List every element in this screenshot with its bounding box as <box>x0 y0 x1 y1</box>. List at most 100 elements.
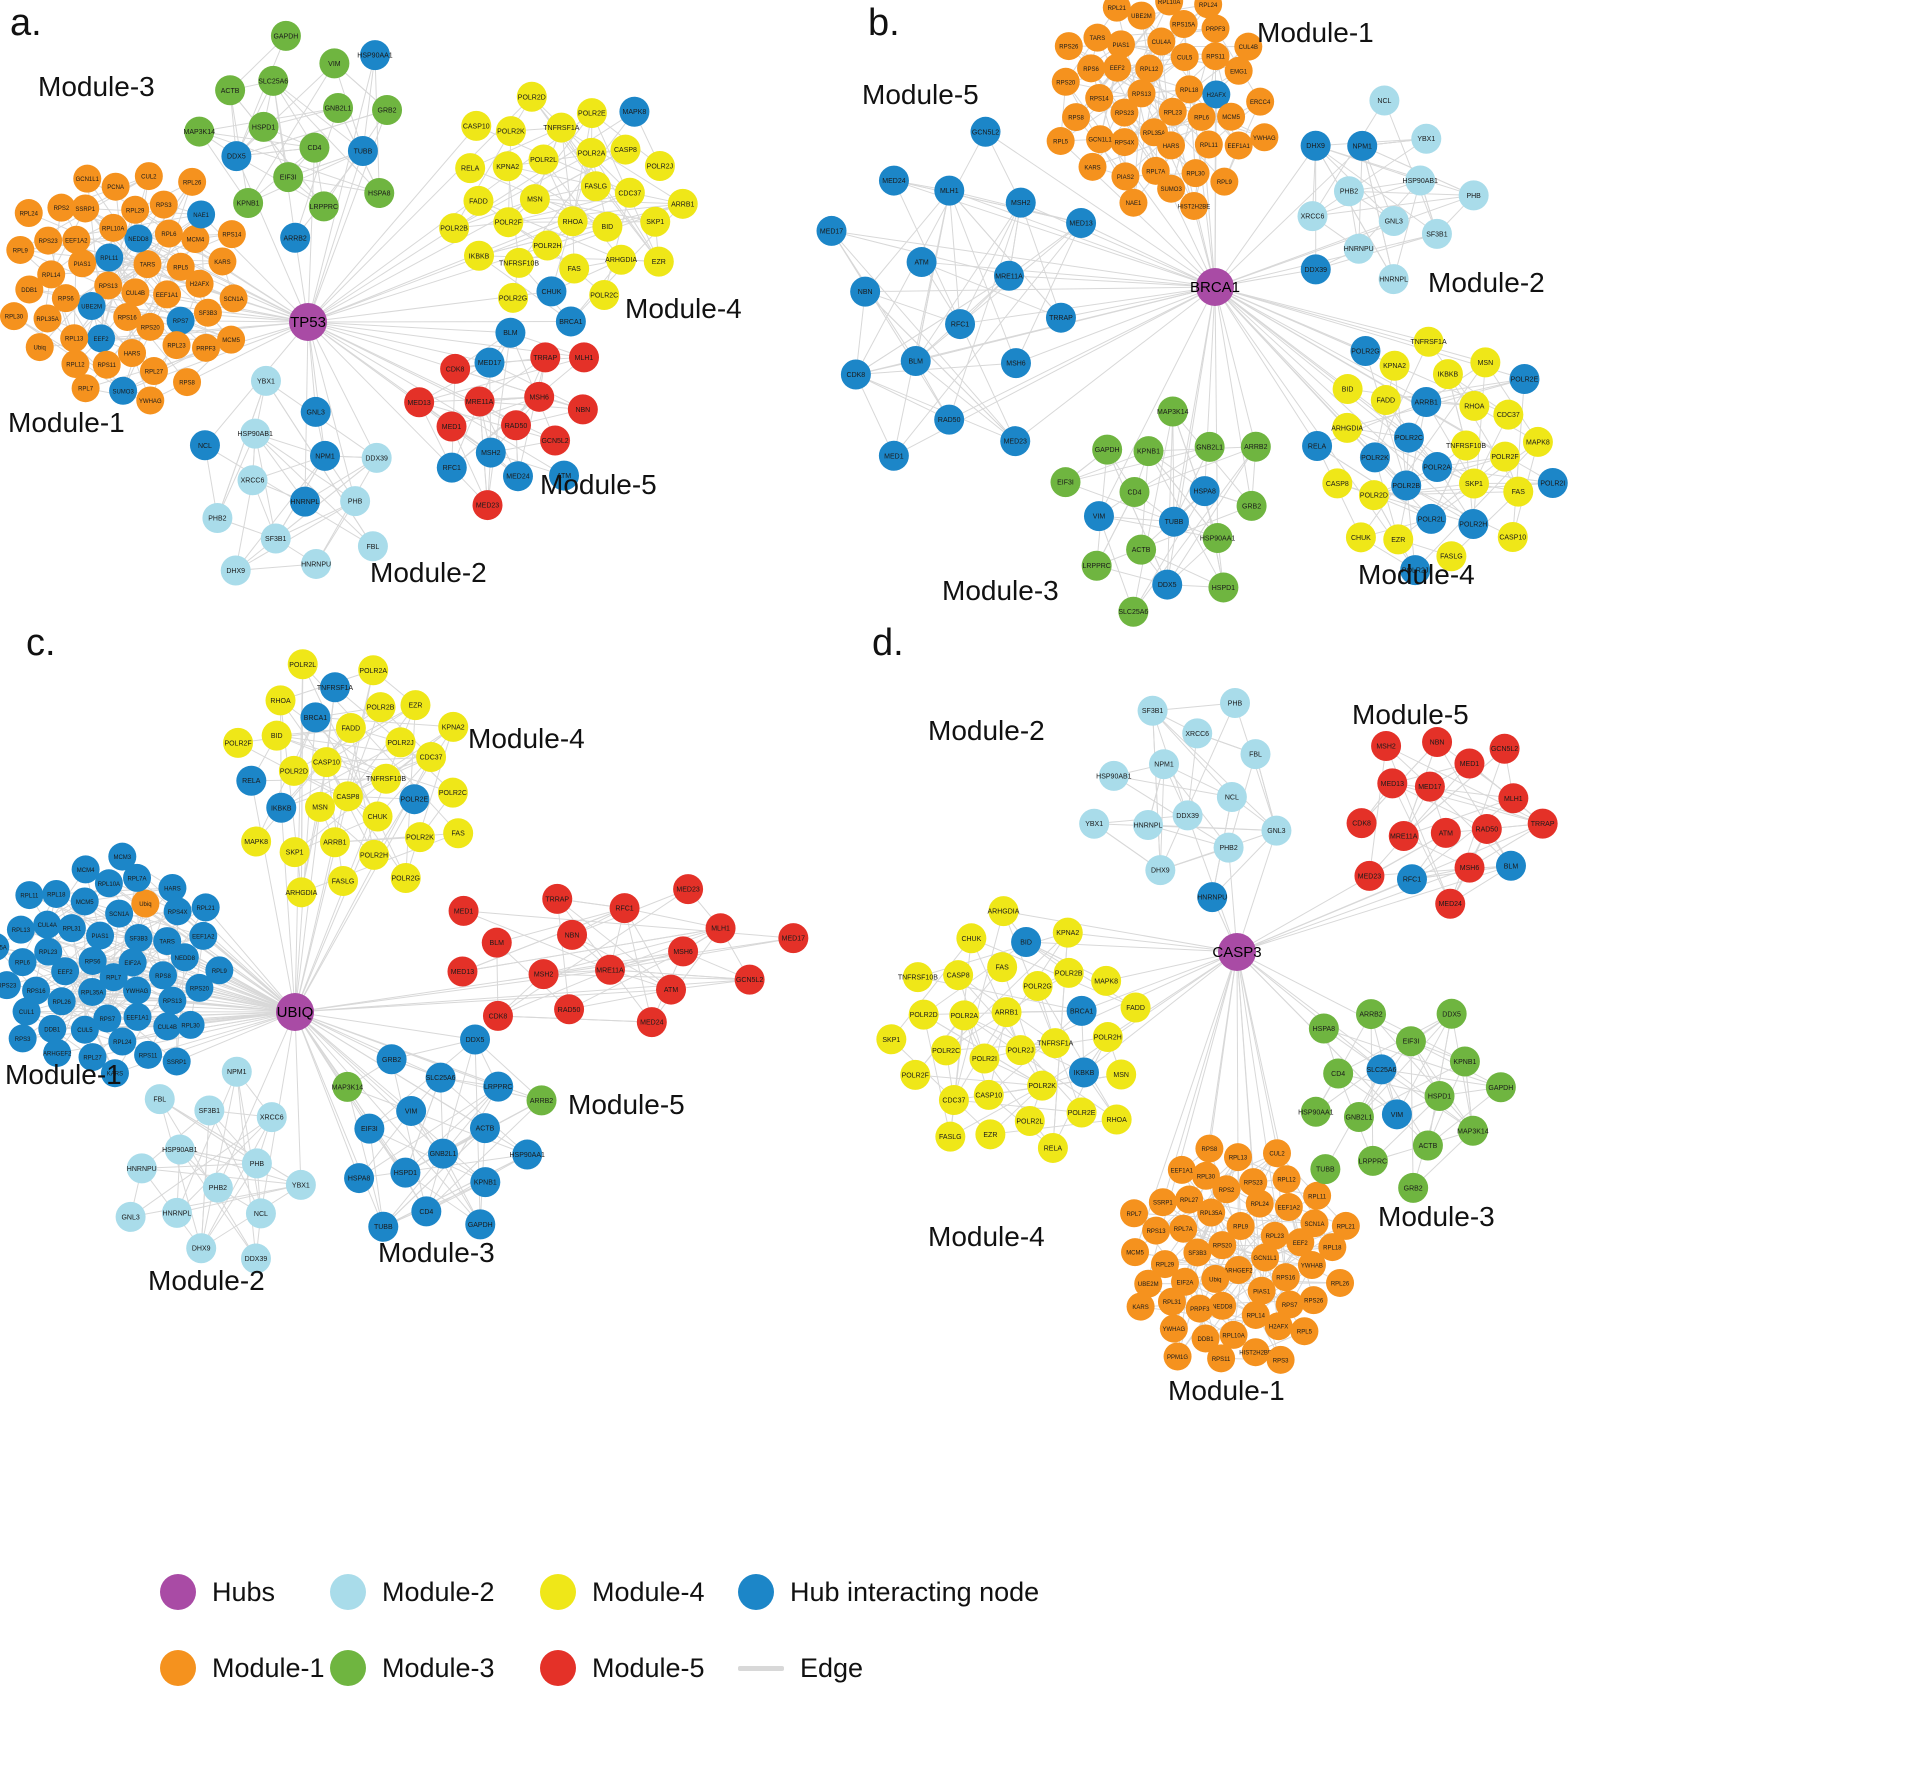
node-label: HSPD1 <box>252 124 275 131</box>
node-label: MED1 <box>454 908 474 915</box>
edge <box>1381 1068 1501 1088</box>
node-label: HNRNPU <box>127 1166 157 1173</box>
node-DHX9 <box>1145 855 1176 886</box>
edge <box>272 80 380 194</box>
edge <box>1315 145 1395 280</box>
node-RPL12 <box>1135 54 1164 83</box>
node-RPS11 <box>134 1040 163 1069</box>
node-RPS16 <box>1271 1263 1300 1292</box>
node-label: EIF2A <box>124 961 141 967</box>
node-label: HSPA8 <box>368 191 391 198</box>
node-MAPK8 <box>619 96 650 127</box>
node-label: TNFRSF10B <box>366 776 406 783</box>
node-label: RPL11 <box>1308 1194 1327 1200</box>
edge <box>1372 1095 1440 1162</box>
edge <box>1312 194 1474 217</box>
edge <box>315 716 454 728</box>
module-label-b-Module-5: Module-5 <box>862 79 979 110</box>
node-HARS <box>1157 131 1186 160</box>
node-SCN1A <box>105 899 134 928</box>
node-label: RAD50 <box>1476 826 1499 833</box>
node-MED17 <box>778 923 809 954</box>
node-XRCC6 <box>1297 201 1328 232</box>
node-label: BLM <box>490 940 505 947</box>
edge <box>891 1038 991 1135</box>
node-label: IKBKB <box>271 805 292 812</box>
hub-label-UBIQ: UBIQ <box>277 1004 314 1021</box>
edge <box>1214 286 1366 352</box>
node-label: NBN <box>1430 740 1445 747</box>
node-RAD50 <box>1471 813 1502 844</box>
node-NCL <box>245 1198 276 1229</box>
edge <box>831 230 1016 442</box>
node-label: PRPF3 <box>1206 27 1226 33</box>
node-RHOA <box>557 206 588 237</box>
node-POLR2A <box>358 655 389 686</box>
node-label: CASP8 <box>1326 481 1349 488</box>
edge <box>1081 951 1238 1012</box>
module-label-c-Module-4: Module-4 <box>468 723 585 754</box>
node-HSP90AA1 <box>512 1139 543 1170</box>
node-label: RHOA <box>270 698 291 705</box>
node-MED13 <box>447 956 478 987</box>
node-label: GNL3 <box>307 409 325 416</box>
node-label: XRCC6 <box>1301 214 1325 221</box>
node-LRPPRC <box>483 1071 514 1102</box>
node-FAS <box>443 818 474 849</box>
edge <box>1348 190 1474 196</box>
node-label: HNRNPU <box>1197 895 1227 902</box>
edge <box>609 927 721 971</box>
node-label: VIM <box>1093 514 1106 521</box>
node-label: HARS <box>124 352 141 358</box>
node-RPL31 <box>57 914 86 943</box>
node-HNRNPU <box>126 1153 157 1184</box>
edge <box>1106 449 1168 585</box>
node-label: POLR2F <box>495 220 522 227</box>
node-label: RPS13 <box>1132 92 1152 98</box>
node-label: POLR2B <box>367 705 395 712</box>
node-TUBB <box>347 136 378 167</box>
node-RPS7 <box>93 1004 122 1033</box>
edge <box>176 1071 238 1214</box>
node-RPS16 <box>22 976 51 1005</box>
node-CHUK <box>956 923 987 954</box>
node-SKP1 <box>640 206 671 237</box>
node-NBN <box>567 394 598 425</box>
node-SCN1A <box>1300 1209 1329 1238</box>
node-GAPDH <box>465 1209 496 1240</box>
node-RPL24 <box>108 1027 137 1056</box>
node-HSP90AB1 <box>1405 165 1436 196</box>
node-label: PRPF3 <box>196 346 216 352</box>
node-label: TNFRSF1A <box>1410 339 1447 346</box>
node-label: RPS2 <box>1219 1188 1235 1194</box>
edge <box>1166 411 1174 585</box>
node-label: MED24 <box>882 178 905 185</box>
node-HSPD1 <box>248 111 279 142</box>
node-label: GCN5L2 <box>972 129 999 136</box>
module-label-a-Module-3: Module-3 <box>38 71 155 102</box>
node-label: MCM4 <box>187 238 205 244</box>
node-label: CUL4B <box>126 291 145 297</box>
node-MED13 <box>1066 208 1097 239</box>
edge <box>369 1039 476 1129</box>
node-MED13 <box>1377 768 1408 799</box>
edge <box>915 222 1082 362</box>
node-ERCC4 <box>1246 87 1275 116</box>
node-label: KPNA2 <box>1056 930 1079 937</box>
edge <box>235 480 254 571</box>
edge <box>831 230 1216 288</box>
node-ARRB2 <box>1240 431 1271 462</box>
node-SLC25A6 <box>1366 1054 1397 1085</box>
node-label: RPL5 <box>1297 1330 1313 1336</box>
edge <box>1001 966 1043 1086</box>
node-ARHGDIA <box>286 877 317 908</box>
node-EEF2 <box>51 957 80 986</box>
edge <box>1083 951 1238 1073</box>
node-SKP1 <box>279 837 310 868</box>
node-ARHGEF2 <box>43 1038 72 1067</box>
edge <box>560 127 574 222</box>
node-label: EIF3I <box>1403 1039 1420 1046</box>
edge <box>463 910 611 971</box>
node-NEDD8 <box>124 224 153 253</box>
